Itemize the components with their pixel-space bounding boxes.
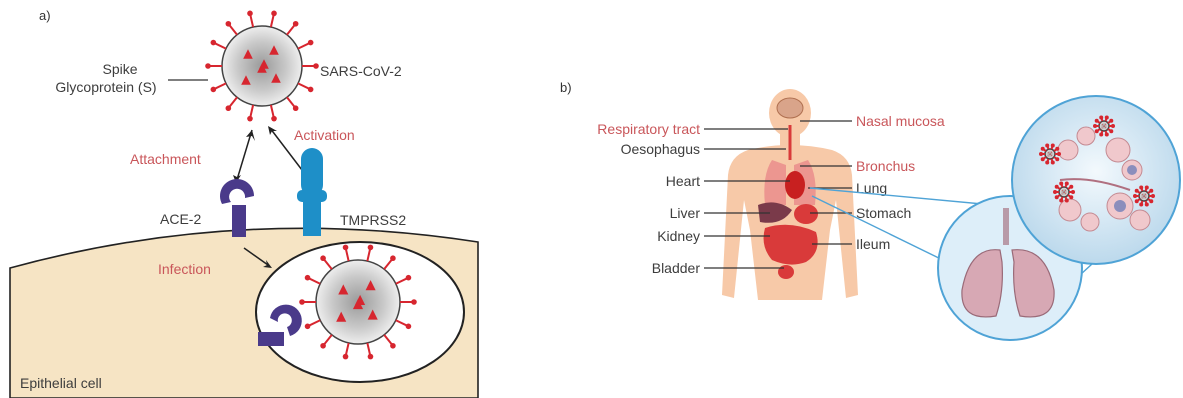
infection-label: Infection (158, 261, 211, 277)
label-bladder: Bladder (652, 260, 701, 276)
label-kidney: Kidney (657, 228, 700, 244)
label-respiratory-tract: Respiratory tract (597, 121, 700, 137)
alveoli-zoom-circle (1012, 96, 1180, 264)
spike-label-line2: Glycoprotein (S) (55, 79, 156, 95)
attachment-label: Attachment (130, 151, 201, 167)
label-liver: Liver (670, 205, 701, 221)
label-bronchus: Bronchus (856, 158, 915, 174)
activation-label: Activation (294, 127, 355, 143)
ace2-label: ACE-2 (160, 211, 201, 227)
label-nasal-mucosa: Nasal mucosa (856, 113, 945, 129)
tmprss2-label: TMPRSS2 (340, 212, 406, 228)
label-oesophagus: Oesophagus (621, 141, 700, 157)
label-ileum: Ileum (856, 236, 890, 252)
virus-label: SARS-CoV-2 (320, 63, 402, 79)
label-stomach: Stomach (856, 205, 911, 221)
spike-label-line1: Spike (102, 61, 137, 77)
panel-a-letter: a) (39, 8, 51, 23)
label-heart: Heart (666, 173, 700, 189)
panel-b-letter: b) (560, 80, 572, 95)
epithelial-cell-label: Epithelial cell (20, 375, 102, 391)
stomach (794, 204, 818, 224)
virus-top (205, 11, 319, 122)
tmprss2-protein (297, 148, 327, 236)
bladder (778, 265, 794, 279)
heart (785, 171, 805, 199)
ace2-receptor (220, 179, 254, 237)
intestine (764, 225, 818, 265)
attachment-arrow (233, 130, 255, 183)
brain (777, 98, 803, 118)
